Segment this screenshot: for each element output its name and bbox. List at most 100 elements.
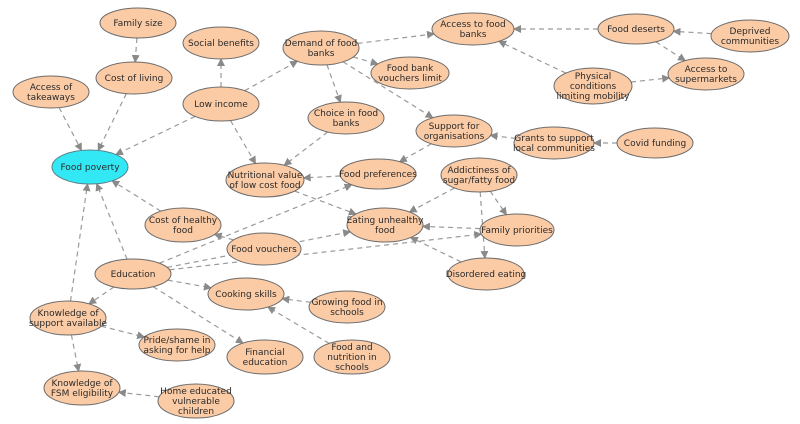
edge-education-to-food-poverty	[95, 182, 128, 260]
node-education: Education	[94, 258, 172, 290]
node-label-cost-healthy-food: food	[173, 226, 193, 236]
edge-education-to-food-preferences	[159, 183, 353, 264]
edge-food-nutrition-schools-to-cooking-skills	[267, 306, 330, 344]
node-food-preferences: Food preferences	[339, 158, 417, 190]
node-label-food-nutrition-schools: nutrition in	[327, 353, 376, 363]
node-label-family-size: Family size	[113, 19, 163, 29]
node-label-support-organisations: Support for	[429, 122, 480, 132]
node-label-physical-conditions: Physical	[575, 72, 612, 82]
node-shape-food-preferences	[339, 158, 417, 190]
edge-grants-communities-to-support-organisations	[489, 132, 516, 141]
node-shape-growing-food	[308, 290, 386, 324]
node-label-disordered-eating: Disordered eating	[446, 270, 527, 280]
edge-addictiveness-to-eating-unhealthy	[408, 187, 455, 213]
node-label-family-priorities: Family priorities	[481, 226, 553, 236]
edge-physical-conditions-to-access-food-banks	[498, 40, 567, 74]
node-label-vouchers-limit: vouchers limit	[378, 74, 442, 84]
node-label-low-income: Low income	[194, 100, 248, 110]
node-label-access-food-banks: banks	[460, 30, 487, 40]
edge-access-takeaways-to-food-poverty	[58, 107, 82, 152]
edge-disordered-eating-to-eating-unhealthy	[409, 236, 462, 263]
node-label-nutritional-value: Nutritional value	[228, 171, 303, 181]
edge-physical-conditions-to-access-supermarkets	[630, 74, 671, 83]
node-label-education: Education	[111, 270, 156, 280]
node-label-knowledge-fsm: FSM eligibility	[51, 389, 114, 399]
node-label-food-preferences: Food preferences	[339, 170, 417, 180]
node-label-demand-food-banks: banks	[308, 49, 335, 59]
edge-knowledge-support-to-food-poverty	[69, 183, 91, 302]
node-shape-education	[94, 258, 172, 290]
node-label-knowledge-support: Knowledge of	[37, 309, 99, 319]
node-label-food-nutrition-schools: Food and	[331, 343, 372, 353]
edge-cost-healthy-food-to-food-poverty	[111, 180, 162, 212]
node-food-vouchers: Food vouchers	[226, 232, 302, 266]
node-family-size: Family size	[99, 7, 177, 39]
node-shape-nutritional-value	[225, 162, 305, 198]
node-shape-support-organisations	[415, 114, 493, 148]
node-shape-addictiveness	[440, 157, 518, 193]
edge-support-organisations-to-food-preferences	[398, 143, 432, 163]
node-shape-disordered-eating	[447, 257, 525, 291]
node-label-pride-shame: asking for help	[144, 346, 211, 356]
edge-cost-of-living-to-food-poverty	[97, 93, 127, 152]
node-disordered-eating: Disordered eating	[446, 257, 527, 291]
node-shape-access-supermarkets	[667, 57, 745, 91]
edge-demand-food-banks-to-access-food-banks	[357, 30, 435, 44]
edge-choice-food-banks-to-nutritional-value	[283, 131, 329, 166]
node-label-knowledge-support: support available	[29, 319, 108, 329]
edge-home-educated-to-knowledge-fsm	[117, 389, 160, 398]
node-label-home-educated: vulnerable	[172, 397, 220, 407]
node-label-financial-education: education	[243, 358, 288, 368]
node-label-grants-communities: local communities	[513, 144, 595, 154]
node-label-choice-food-banks: banks	[333, 119, 360, 129]
node-label-home-educated: Home educated	[160, 387, 232, 397]
node-shape-deprived-communities	[710, 19, 790, 53]
edge-low-income-to-food-poverty	[114, 115, 196, 156]
node-shape-eating-unhealthy	[346, 207, 424, 243]
node-low-income: Low income	[182, 86, 260, 122]
edge-demand-food-banks-to-choice-food-banks	[326, 64, 342, 104]
node-cost-of-living: Cost of living	[95, 61, 173, 95]
node-label-food-nutrition-schools: schools	[335, 363, 369, 373]
edge-education-to-knowledge-support	[88, 286, 115, 305]
node-shape-choice-food-banks	[307, 101, 385, 135]
node-shape-financial-education	[226, 339, 304, 375]
edge-food-vouchers-to-cost-healthy-food	[213, 232, 234, 241]
node-shape-food-nutrition-schools	[313, 339, 391, 375]
edge-education-to-family-priorities	[169, 230, 483, 271]
node-label-vouchers-limit: Food bank	[387, 64, 434, 74]
node-label-eating-unhealthy: food	[375, 226, 395, 236]
node-label-knowledge-fsm: Knowledge of	[51, 379, 113, 389]
node-label-addictiveness: sugar/fatty food	[443, 176, 515, 186]
node-label-social-benefits: Social benefits	[188, 39, 254, 49]
node-shape-social-benefits	[182, 26, 260, 60]
node-label-access-food-banks: Access to food	[440, 20, 505, 30]
node-label-physical-conditions: conditions	[570, 82, 617, 92]
edges-layer	[58, 25, 712, 398]
node-label-cost-of-living: Cost of living	[105, 74, 164, 84]
edge-low-income-to-nutritional-value	[229, 120, 257, 165]
edge-food-deserts-to-access-supermarkets	[655, 41, 687, 62]
edge-knowledge-support-to-pride-shame	[101, 325, 146, 340]
node-label-cooking-skills: Cooking skills	[215, 290, 277, 300]
edge-education-to-cooking-skills	[167, 279, 212, 291]
node-shape-pride-shame	[138, 328, 216, 362]
node-shape-family-priorities	[479, 213, 555, 247]
node-label-eating-unhealthy: Eating unhealthy	[347, 216, 424, 226]
node-shape-knowledge-fsm	[43, 370, 121, 406]
